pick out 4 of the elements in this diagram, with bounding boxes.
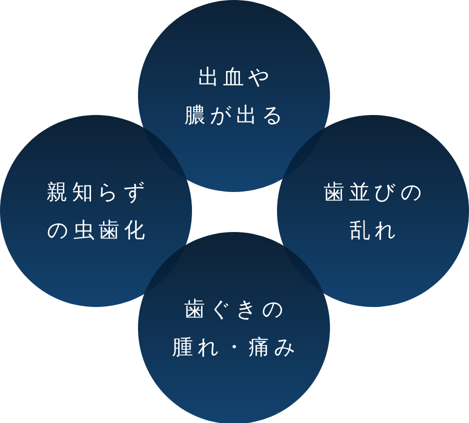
node-text: 出血や膿が出る: [184, 64, 288, 129]
node-text: 歯並びの乱れ: [322, 179, 426, 244]
node-text: 歯ぐきの腫れ・痛み: [171, 296, 300, 361]
node-text: 親知らずの虫歯化: [46, 179, 150, 244]
